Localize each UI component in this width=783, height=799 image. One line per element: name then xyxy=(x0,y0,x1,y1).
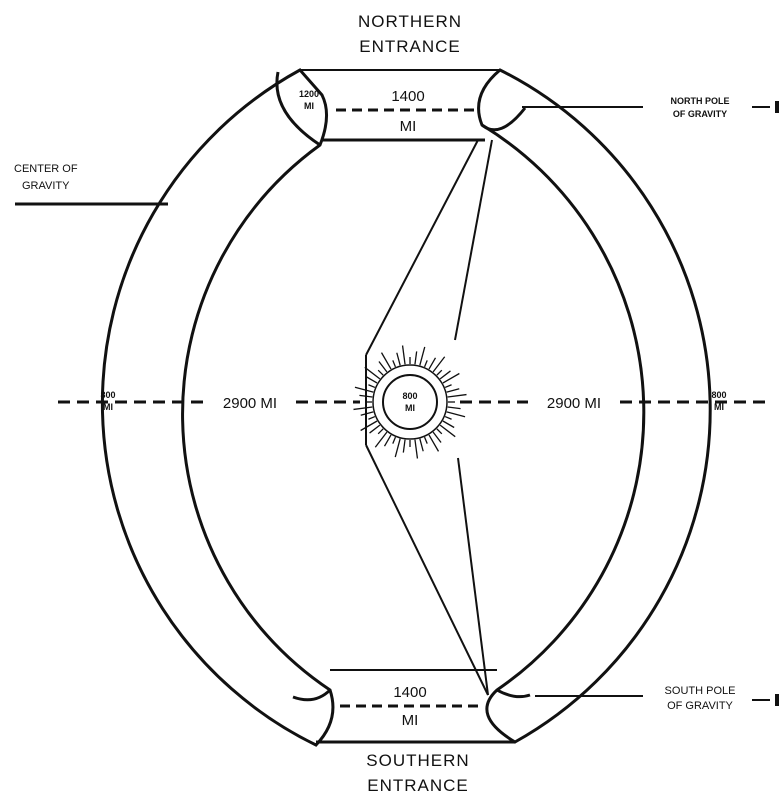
center-of-gravity-line2: GRAVITY xyxy=(22,180,70,192)
sun-ray xyxy=(368,417,374,420)
sun-ray xyxy=(420,347,425,365)
core-to-north-right xyxy=(455,140,492,340)
south-pole-line1: SOUTH POLE xyxy=(665,685,736,697)
sun-ray xyxy=(420,439,423,452)
northern-entrance-line1: NORTHERN xyxy=(358,12,462,31)
north-pole-marker xyxy=(775,101,779,113)
southern-entrance-line1: SOUTHERN xyxy=(366,751,469,770)
opening-shell-unit: MI xyxy=(304,101,314,111)
sun-ray xyxy=(437,429,442,434)
center-of-gravity-line1: CENTER OF xyxy=(14,163,78,175)
core-to-south-right xyxy=(458,458,488,695)
north-pole-line2: OF GRAVITY xyxy=(673,109,727,119)
north-pole-line1: NORTH POLE xyxy=(670,96,729,106)
southern-entrance-line2: ENTRANCE xyxy=(367,776,469,795)
sun-ray xyxy=(385,435,392,446)
sun-ray xyxy=(378,370,383,375)
opening-shell-value: 1200 xyxy=(299,89,319,99)
sun-ray xyxy=(425,437,428,443)
south-left-tip xyxy=(293,690,330,700)
left-radius-label: 2900 MI xyxy=(223,395,277,412)
sun-ray xyxy=(437,370,442,375)
sun-ray xyxy=(355,387,373,392)
sun-ray xyxy=(445,417,451,420)
sun-ray xyxy=(397,353,400,366)
right-shell-value: 800 xyxy=(711,390,726,400)
sun-ray xyxy=(403,345,405,364)
south-right-tip xyxy=(497,690,530,697)
northern-entrance-line2: ENTRANCE xyxy=(359,37,461,56)
sun-ray xyxy=(415,440,417,459)
sun-ray xyxy=(425,360,428,366)
sun-ray xyxy=(359,395,372,397)
sun-ray xyxy=(433,432,441,442)
left-shell-unit: MI xyxy=(103,402,113,412)
core-to-north-left xyxy=(366,140,478,355)
left-shell-value: 800 xyxy=(100,390,115,400)
sun-ray xyxy=(447,389,460,392)
north-opening-unit: MI xyxy=(400,118,417,135)
sun-ray xyxy=(366,377,377,384)
south-pole-line2: OF GRAVITY xyxy=(667,700,733,712)
sun-ray xyxy=(403,440,405,453)
sun-ray xyxy=(353,407,372,409)
south-pole-marker xyxy=(775,694,779,706)
sun-ray xyxy=(393,437,396,443)
sun-ray xyxy=(393,360,396,366)
core-value: 800 xyxy=(402,391,417,401)
north-right-tip xyxy=(482,108,525,130)
right-shell-unit: MI xyxy=(714,402,724,412)
sun-ray xyxy=(440,371,450,379)
sun-ray xyxy=(361,412,374,415)
sun-ray xyxy=(395,439,400,457)
south-opening-value: 1400 xyxy=(393,684,426,701)
sun-ray xyxy=(443,421,454,428)
sun-ray xyxy=(445,385,451,388)
north-opening-value: 1400 xyxy=(391,88,424,105)
sun-ray xyxy=(378,429,383,434)
core-to-south-left xyxy=(366,445,488,695)
sun-ray xyxy=(429,358,436,369)
central-sun xyxy=(353,345,466,458)
sun-ray xyxy=(379,362,387,372)
left-crust-shell xyxy=(102,70,333,745)
sun-ray xyxy=(448,407,461,409)
sun-ray xyxy=(447,412,465,417)
right-radius-label: 2900 MI xyxy=(547,395,601,412)
sun-ray xyxy=(415,351,417,364)
sun-ray xyxy=(368,385,374,388)
sun-ray xyxy=(448,395,467,397)
south-opening-unit: MI xyxy=(402,712,419,729)
sun-ray xyxy=(370,425,380,433)
core-unit: MI xyxy=(405,403,415,413)
